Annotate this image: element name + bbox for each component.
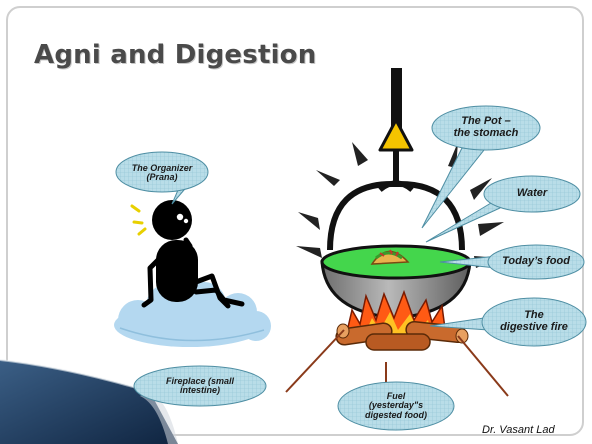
pot-hook-icon: [380, 68, 412, 190]
thinking-figure-icon: [132, 200, 242, 306]
label-pot: The Pot – the stomach: [434, 110, 538, 146]
label-organizer: The Organizer (Prana): [116, 158, 208, 188]
author-credit: Dr. Vasant Lad: [482, 424, 555, 436]
label-fire: The digestive fire: [484, 302, 584, 342]
label-fuel: Fuel (yesterday"s digested food): [340, 384, 452, 428]
label-water: Water: [486, 184, 578, 204]
label-fireplace: Fireplace (small intestine): [136, 370, 264, 402]
label-food: Today’s food: [488, 252, 584, 272]
slide-title: Agni and Digestion: [34, 40, 316, 70]
